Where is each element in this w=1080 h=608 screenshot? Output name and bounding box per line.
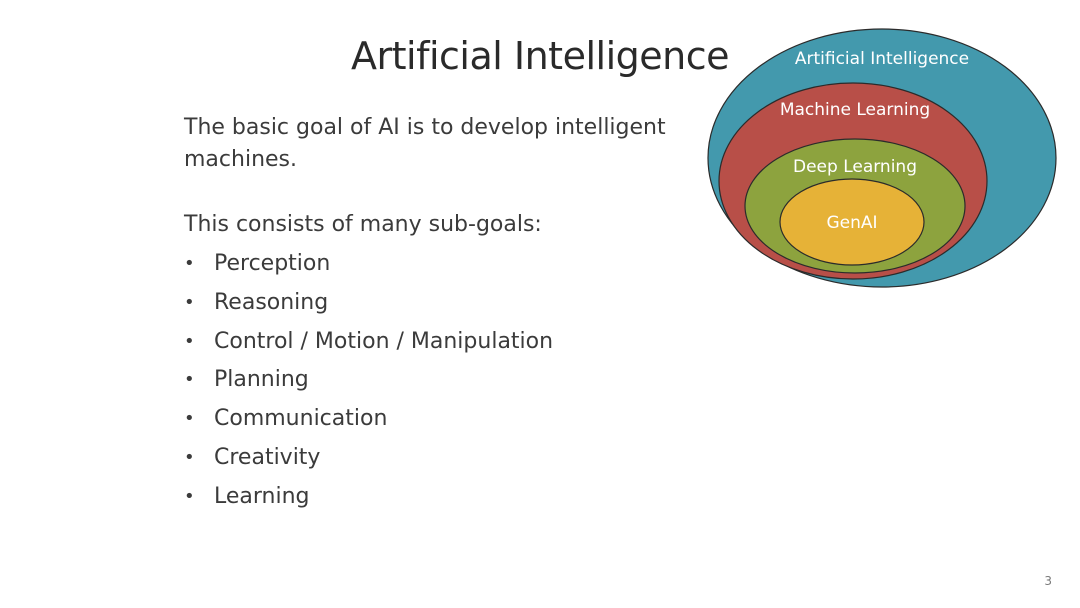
list-item: • Creativity (184, 442, 553, 481)
page-number: 3 (1044, 574, 1052, 588)
nested-ellipses-svg: Artificial Intelligence Machine Learning… (707, 28, 1057, 288)
list-item-label: Perception (214, 251, 331, 276)
list-item-label: Learning (214, 483, 310, 509)
list-item: • Perception (184, 248, 553, 287)
ellipse-genai (779, 178, 925, 266)
bullet-icon: • (184, 253, 195, 274)
label-artificial-intelligence: Artificial Intelligence (795, 49, 969, 69)
list-item-label: Planning (214, 367, 309, 393)
bullet-icon: • (184, 446, 195, 468)
subgoals-heading: This consists of many sub-goals: (184, 212, 542, 237)
list-item: • Communication (184, 403, 553, 442)
bullet-icon: • (184, 369, 195, 391)
bullet-icon: • (184, 330, 195, 352)
subgoals-list: • Perception • Reasoning • Control / Motion… (184, 248, 553, 520)
list-item: • Reasoning (184, 287, 553, 326)
bullet-icon: • (184, 291, 195, 313)
slide-title: Artificial Intelligence (351, 34, 729, 78)
list-item-label: Control / Motion / Manipulation (214, 328, 554, 354)
label-genai: GenAI (826, 213, 877, 233)
intro-text: The basic goal of AI is to develop intel… (184, 115, 666, 172)
list-item-label: Communication (214, 406, 388, 432)
list-item-label: Creativity (214, 444, 321, 470)
list-item-label: Reasoning (214, 289, 329, 315)
list-item: • Planning (184, 364, 553, 403)
bullet-icon: • (184, 408, 195, 430)
bullet-icon: • (184, 485, 195, 507)
label-machine-learning: Machine Learning (780, 100, 930, 120)
layer-genai: GenAI (779, 178, 925, 266)
list-item: • Control / Motion / Manipulation (184, 326, 553, 365)
label-deep-learning: Deep Learning (793, 157, 917, 177)
list-item: • Learning (184, 481, 553, 520)
ai-nested-diagram: Artificial Intelligence Machine Learning… (700, 28, 1064, 294)
